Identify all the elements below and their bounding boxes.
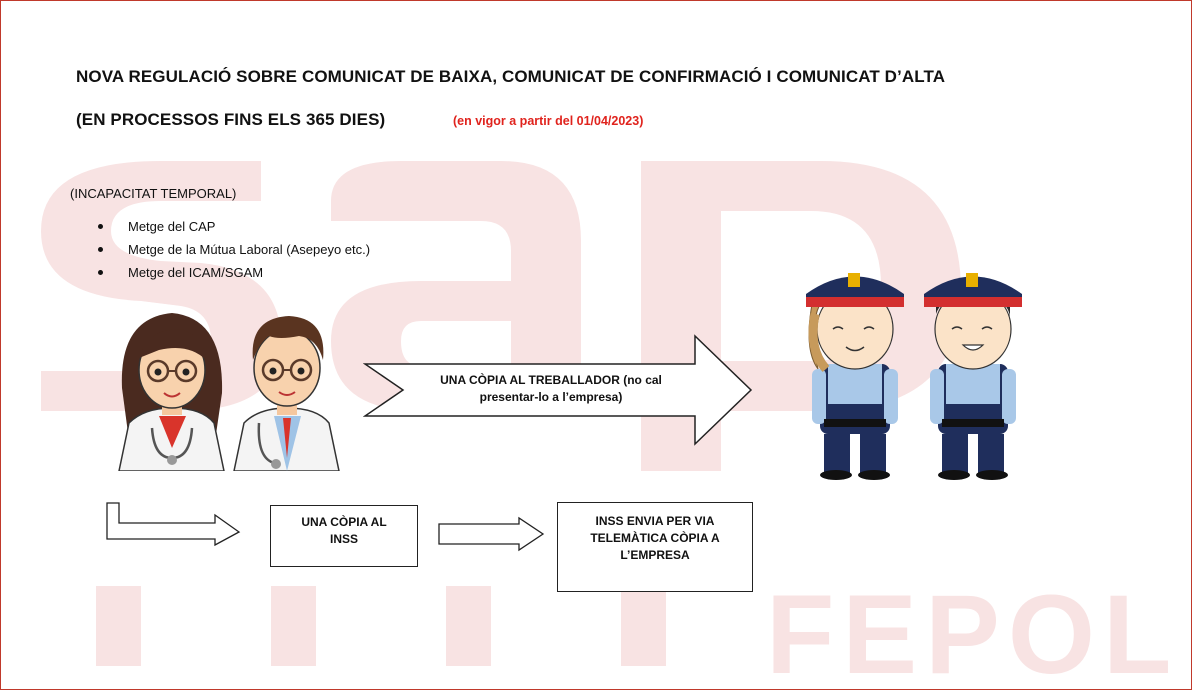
list-item: Metge del CAP [98, 219, 370, 242]
arrow-to-worker-label: UNA CÒPIA AL TREBALLADOR (no cal present… [440, 373, 662, 404]
male-doctor-icon [233, 316, 340, 471]
female-officer-icon [806, 273, 904, 480]
arrow-to-worker [363, 334, 753, 446]
inss-copy-label: UNA CÒPIA AL INSS [301, 515, 387, 546]
bullet-icon [98, 270, 103, 275]
inss-sends-company-box [557, 502, 753, 592]
female-doctor-icon [118, 313, 225, 471]
section-label: (INCAPACITAT TEMPORAL) [70, 186, 237, 201]
workers-illustration [806, 273, 1022, 480]
watermark-brand-text: FEPOL [766, 572, 1179, 689]
bullet-icon [98, 247, 103, 252]
effective-date-note: (en vigor a partir del 01/04/2023) [453, 114, 644, 128]
male-officer-icon [924, 273, 1022, 480]
list-item: Metge de la Mútua Laboral (Asepeyo etc.) [98, 242, 370, 265]
inss-copy-box [270, 505, 418, 567]
page-subtitle: (EN PROCESSOS FINS ELS 365 DIES) [76, 110, 386, 129]
page-title: NOVA REGULACIÓ SOBRE COMUNICAT DE BAIXA,… [76, 67, 946, 86]
inss-sends-company-label: INSS ENVIA PER VIA TELEMÀTICA CÒPIA A L’… [590, 514, 720, 562]
doctor-list: Metge del CAP Metge de la Mútua Laboral … [98, 219, 370, 288]
list-item: Metge del ICAM/SGAM [98, 265, 370, 288]
doctors-illustration [118, 313, 340, 471]
bullet-icon [98, 224, 103, 229]
arrow-to-company [438, 516, 545, 552]
elbow-arrow-to-inss [106, 502, 241, 547]
